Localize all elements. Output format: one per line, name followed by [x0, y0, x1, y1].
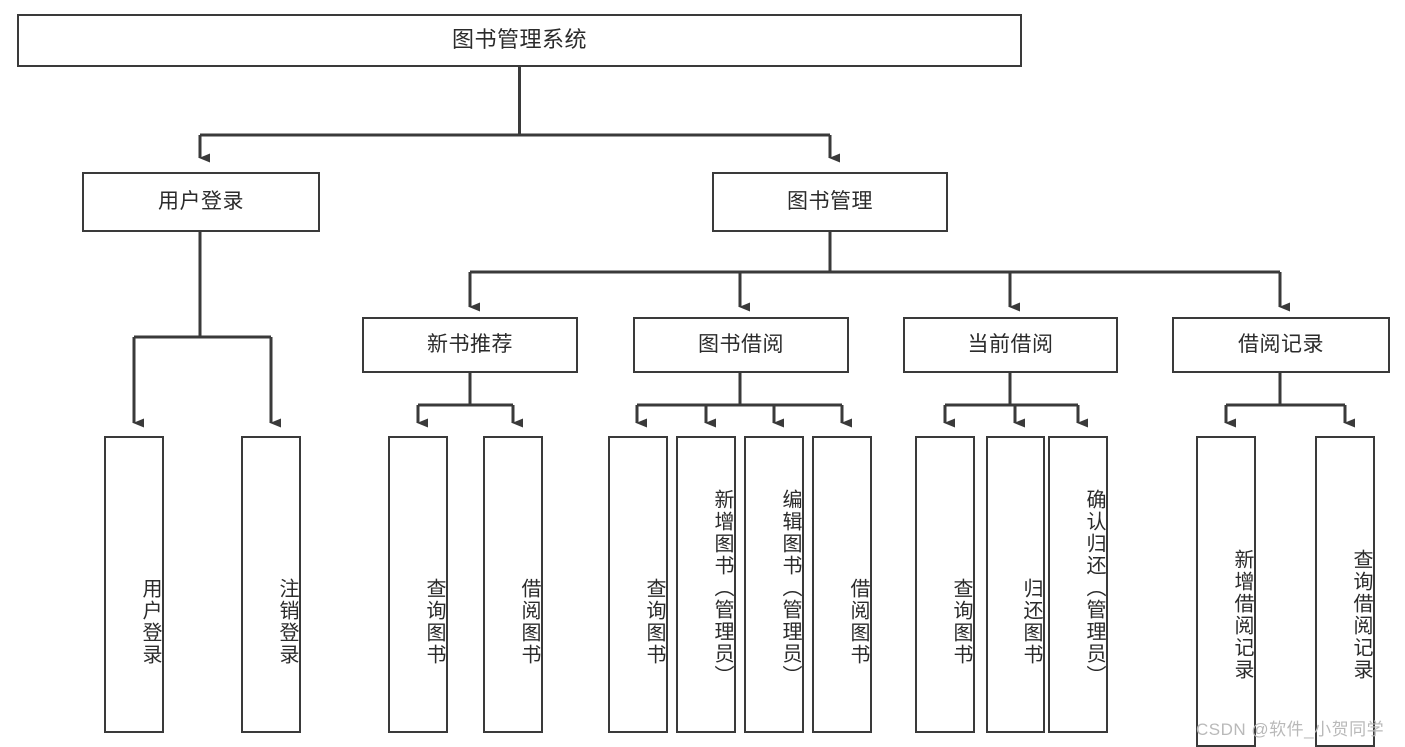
- node-leaf-add-book[interactable]: 新增图书（管理员）: [676, 436, 736, 733]
- node-leaf-borrow-book-1[interactable]: 借阅图书: [483, 436, 543, 733]
- node-root-system[interactable]: 图书管理系统: [17, 14, 1022, 67]
- node-leaf-user-login[interactable]: 用户登录: [104, 436, 164, 733]
- node-leaf-query-book-2[interactable]: 查询图书: [608, 436, 668, 733]
- node-book-management[interactable]: 图书管理: [712, 172, 948, 232]
- node-new-book-recommend[interactable]: 新书推荐: [362, 317, 578, 373]
- node-leaf-borrow-book-2[interactable]: 借阅图书: [812, 436, 872, 733]
- node-leaf-query-book-3[interactable]: 查询图书: [915, 436, 975, 733]
- node-current-borrow[interactable]: 当前借阅: [903, 317, 1118, 373]
- node-leaf-query-book-1[interactable]: 查询图书: [388, 436, 448, 733]
- node-leaf-add-record[interactable]: 新增借阅记录: [1196, 436, 1256, 747]
- node-book-borrow[interactable]: 图书借阅: [633, 317, 849, 373]
- node-user-login[interactable]: 用户登录: [82, 172, 320, 232]
- node-leaf-query-record[interactable]: 查询借阅记录: [1315, 436, 1375, 747]
- node-leaf-confirm-return[interactable]: 确认归还（管理员）: [1048, 436, 1108, 733]
- node-leaf-logout-login[interactable]: 注销登录: [241, 436, 301, 733]
- node-leaf-return-book[interactable]: 归还图书: [986, 436, 1045, 733]
- node-borrow-record[interactable]: 借阅记录: [1172, 317, 1390, 373]
- node-leaf-edit-book[interactable]: 编辑图书（管理员）: [744, 436, 804, 733]
